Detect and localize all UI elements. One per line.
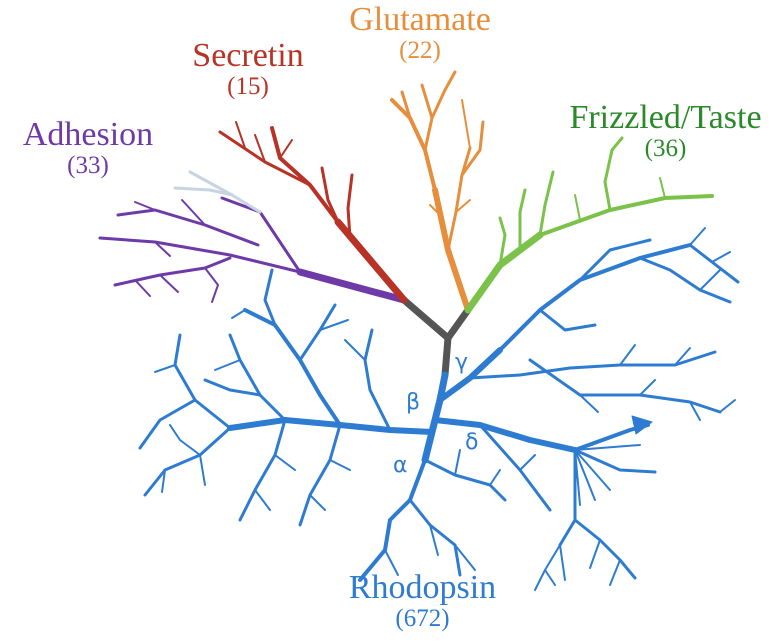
label-rhodopsin-count: (672) xyxy=(330,606,515,632)
rhodopsin-branch xyxy=(140,228,738,590)
label-secretin-count: (15) xyxy=(178,74,318,100)
rhodopsin-group-alpha: α xyxy=(393,455,408,477)
label-frizzled-taste: Frizzled/Taste (36) xyxy=(553,100,778,162)
label-frizzled-taste-name: Frizzled/Taste xyxy=(553,100,778,136)
label-frizzled-taste-count: (36) xyxy=(553,136,778,162)
label-secretin: Secretin (15) xyxy=(178,38,318,100)
label-adhesion-count: (33) xyxy=(8,153,168,179)
frizzled-taste-branch xyxy=(468,138,712,310)
glutamate-branch xyxy=(392,72,483,310)
label-adhesion-name: Adhesion xyxy=(8,117,168,153)
label-glutamate-count: (22) xyxy=(335,38,505,64)
label-secretin-name: Secretin xyxy=(178,38,318,74)
rhodopsin-group-beta: β xyxy=(406,392,420,414)
label-glutamate: Glutamate (22) xyxy=(335,2,505,64)
label-rhodopsin: Rhodopsin (672) xyxy=(330,570,515,632)
label-rhodopsin-name: Rhodopsin xyxy=(330,570,515,606)
label-adhesion: Adhesion (33) xyxy=(8,117,168,179)
rhodopsin-group-gamma: γ xyxy=(455,352,468,374)
label-glutamate-name: Glutamate xyxy=(335,2,505,38)
rhodopsin-group-delta: δ xyxy=(465,432,478,454)
